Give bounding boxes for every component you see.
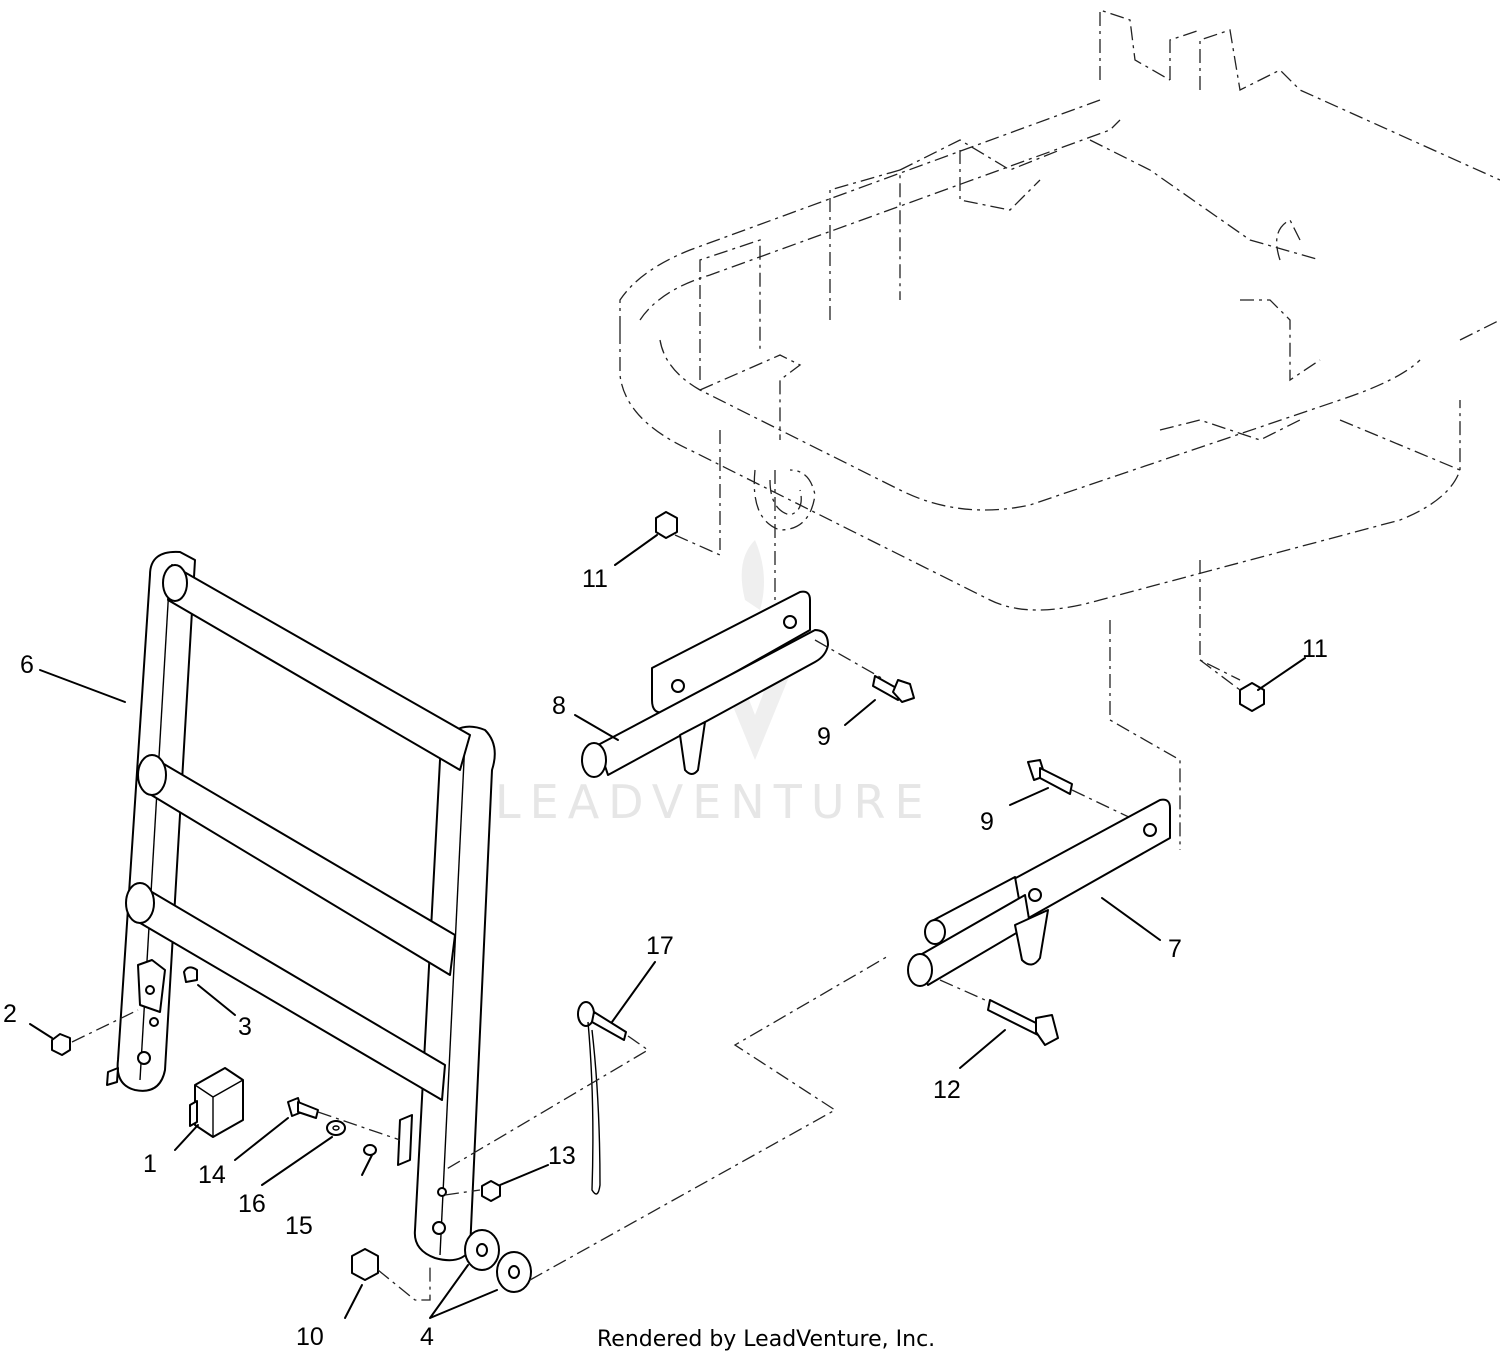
callout-10: 10	[296, 1323, 324, 1351]
part-14-bolt	[287, 1097, 319, 1119]
footer-credit: Rendered by LeadVenture, Inc.	[597, 1327, 935, 1352]
callout-12: 12	[933, 1076, 961, 1104]
callout-4: 4	[420, 1323, 434, 1351]
watermark-text: LEADVENTURE	[495, 775, 933, 829]
part-17-pin	[444, 1001, 650, 1195]
callout-11a: 11	[582, 565, 608, 593]
callout-16: 16	[238, 1190, 266, 1218]
callout-3: 3	[238, 1013, 252, 1041]
callout-9b: 9	[980, 808, 994, 836]
callout-8: 8	[552, 692, 566, 720]
part-7-bracket	[907, 798, 1171, 987]
part-8-bracket	[581, 590, 886, 778]
part-12-bolt	[939, 979, 1059, 1046]
part-6-bumper	[106, 550, 496, 1262]
part-3-bracket	[137, 959, 198, 1013]
part-9-bolt-b	[1027, 759, 1136, 821]
mower-frame	[619, 9, 1500, 850]
callout-11b: 11	[1302, 635, 1328, 663]
part-9-bolt-a	[872, 675, 915, 703]
part-16-washer	[326, 1120, 346, 1136]
leader-lines	[29, 534, 1306, 1319]
callout-6: 6	[20, 651, 34, 679]
callout-14: 14	[198, 1161, 226, 1189]
part-13-nut	[444, 1180, 501, 1202]
callout-9a: 9	[817, 723, 831, 751]
part-15-lockwasher	[363, 1144, 377, 1156]
part-10-nut	[351, 1248, 431, 1301]
callout-7: 7	[1168, 935, 1182, 963]
part-11-nut-b	[1199, 659, 1265, 712]
part-11-nut-a	[655, 511, 721, 556]
callout-1: 1	[143, 1150, 157, 1178]
callout-17: 17	[646, 932, 674, 960]
part-2-nut	[51, 1009, 139, 1056]
part-1-switch	[189, 1067, 244, 1138]
part-4-washers	[464, 954, 891, 1293]
callout-labels: 1 2 3 4 6 7 8 9 9 10 11 11 12 13 14 15 1…	[3, 565, 1328, 1351]
callout-15: 15	[285, 1212, 313, 1240]
callout-2: 2	[3, 1000, 17, 1028]
callout-13: 13	[548, 1142, 576, 1170]
